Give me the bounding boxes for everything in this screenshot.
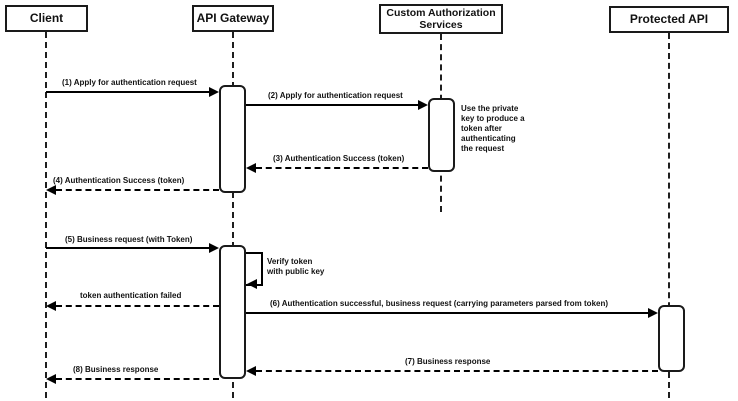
message-9-arrowhead bbox=[246, 366, 256, 376]
note-private-key: Use the private key to produce a token a… bbox=[461, 104, 525, 153]
activation-protected-api bbox=[658, 305, 685, 372]
message-8-line bbox=[246, 312, 648, 314]
actor-label-protected-api: Protected API bbox=[629, 11, 709, 26]
message-8-arrowhead bbox=[648, 308, 658, 318]
activation-api-gateway-auth bbox=[219, 85, 246, 193]
message-10-label: (8) Business response bbox=[73, 365, 159, 374]
lifeline-client bbox=[45, 32, 47, 398]
message-4-arrowhead bbox=[46, 185, 56, 195]
activation-custom-authorization-services bbox=[428, 98, 455, 172]
message-9-label: (7) Business response bbox=[405, 357, 491, 366]
message-7-arrowhead bbox=[46, 301, 56, 311]
actor-label-api-gateway: API Gateway bbox=[196, 10, 270, 25]
message-3-arrowhead bbox=[246, 163, 256, 173]
message-1-arrowhead bbox=[209, 87, 219, 97]
message-3-line bbox=[256, 167, 428, 169]
message-7-label: token authentication failed bbox=[80, 291, 182, 300]
message-4-line bbox=[56, 189, 219, 191]
lifeline-protected-api bbox=[668, 33, 670, 398]
lifeline-api-gateway bbox=[232, 32, 234, 398]
message-10-line bbox=[56, 378, 219, 380]
activation-api-gateway-business bbox=[219, 245, 246, 379]
message-1-line bbox=[46, 91, 209, 93]
message-1-label: (1) Apply for authentication request bbox=[62, 78, 197, 87]
actor-label-client: Client bbox=[29, 10, 64, 25]
message-5-label: (5) Business request (with Token) bbox=[65, 235, 193, 244]
message-5-arrowhead bbox=[209, 243, 219, 253]
message-8-label: (6) Authentication successful, business … bbox=[270, 299, 609, 308]
message-5-line bbox=[46, 247, 209, 249]
message-3-label: (3) Authentication Success (token) bbox=[273, 154, 405, 163]
message-7-line bbox=[56, 305, 219, 307]
message-2-label: (2) Apply for authentication request bbox=[268, 91, 403, 100]
message-10-arrowhead bbox=[46, 374, 56, 384]
actor-box-client: Client bbox=[5, 5, 88, 32]
message-9-line bbox=[256, 370, 658, 372]
actor-box-api-gateway: API Gateway bbox=[192, 5, 274, 32]
message-2-line bbox=[246, 104, 419, 106]
message-4-label: (4) Authentication Success (token) bbox=[53, 176, 185, 185]
self-message-verify-token-label: Verify token with public key bbox=[267, 257, 325, 276]
actor-box-protected-api: Protected API bbox=[609, 6, 729, 33]
self-message-verify-token-arrowhead bbox=[247, 279, 257, 289]
message-2-arrowhead bbox=[418, 100, 428, 110]
actor-box-custom-authorization-services: Custom Authorization Services bbox=[379, 4, 503, 34]
actor-label-custom-authorization-services: Custom Authorization Services bbox=[386, 6, 496, 31]
